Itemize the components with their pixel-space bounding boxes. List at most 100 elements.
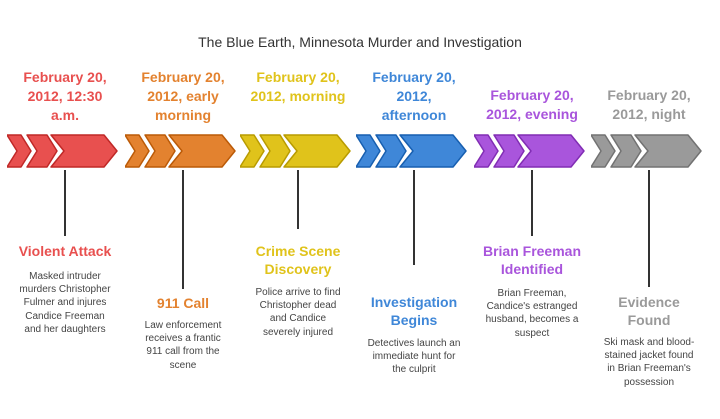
event-date: February 20, 2012, 12:30 a.m.: [7, 68, 123, 125]
event-title-line: 911 Call: [156, 295, 210, 311]
chevron-arrows: [125, 134, 236, 168]
chevron-shape: [125, 134, 150, 168]
connector-line: [64, 170, 66, 236]
chevron-shape: [240, 134, 265, 168]
chevron-arrows: [356, 134, 467, 168]
event-description-line: Detectives launch an: [367, 338, 461, 349]
event-description-line: and her daughters: [24, 323, 106, 335]
event-description-line: receives a frantic: [145, 333, 221, 345]
event-date-line: February 20,: [607, 87, 691, 103]
event-date: February 20, 2012, night: [591, 86, 707, 124]
event-description-line: severely injured: [262, 326, 334, 338]
event-date: February 20, 2012, early morning: [125, 68, 241, 125]
event-title-line: Evidence: [618, 294, 680, 310]
chevron-arrows: [474, 134, 585, 168]
connector-line: [531, 170, 533, 236]
event-description-line: Masked intruder: [29, 271, 101, 282]
event-title-line: Found: [627, 312, 671, 328]
event-date-line: 2012, early: [147, 88, 219, 104]
event-description-line: Candice's estranged: [486, 301, 578, 313]
event-description-line: Fulmer and injures: [23, 297, 107, 309]
chevron-shape: [50, 134, 118, 168]
event-description-line: Law enforcement: [144, 320, 222, 331]
event-title-line: Violent Attack: [18, 243, 112, 259]
event-date-line: morning: [155, 107, 211, 123]
event-description-line: Ski mask and blood-: [603, 337, 695, 348]
event-title-line: Identified: [500, 261, 564, 277]
event-description-line: scene: [169, 359, 197, 371]
chevron-shape: [144, 134, 176, 168]
event-description-line: the culprit: [392, 364, 436, 376]
event-description-line: Police arrive to find: [255, 287, 341, 298]
event-date-line: February 20,: [490, 87, 574, 103]
event-description-line: 911 call from the: [146, 346, 220, 358]
event-date-line: February 20,: [372, 69, 456, 85]
chevron-shape: [399, 134, 467, 168]
event-date-line: February 20,: [141, 69, 225, 85]
event-date: February 20, 2012, evening: [474, 86, 590, 124]
event-date-line: afternoon: [381, 107, 447, 123]
chevron-shape: [375, 134, 407, 168]
chevron-shape: [259, 134, 291, 168]
event-date-line: 2012, morning: [250, 88, 346, 104]
chevron-shape: [634, 134, 702, 168]
chevron-shape: [356, 134, 381, 168]
event-date-line: February 20,: [256, 69, 340, 85]
connector-line: [648, 170, 650, 287]
chevron-arrows: [7, 134, 118, 168]
event-date: February 20, 2012, morning: [240, 68, 356, 106]
connector-line: [297, 170, 299, 229]
event-title-line: Crime Scene: [255, 243, 341, 259]
event-title-line: Begins: [390, 312, 438, 328]
chevron-arrows: [240, 134, 351, 168]
chevron-arrows: [591, 134, 702, 168]
event-title: 911 Call: [125, 294, 241, 312]
event-description-line: and Candice: [269, 313, 327, 325]
event-description-line: Brian Freeman,: [497, 288, 567, 299]
event-description-line: immediate hunt for: [372, 351, 456, 363]
event-description-line: husband, becomes a: [485, 314, 579, 326]
chevron-shape: [517, 134, 585, 168]
chevron-shape: [168, 134, 236, 168]
event-description-line: Candice Freeman: [25, 310, 105, 322]
event-date-line: 2012, night: [612, 106, 686, 122]
event-date-line: February 20,: [23, 69, 107, 85]
timeline-event: February 20, 2012, 12:30 a.m. Violent Attac…: [7, 0, 123, 419]
chevron-shape: [591, 134, 616, 168]
event-description-line: suspect: [514, 327, 550, 339]
event-description-line: in Brian Freeman's: [607, 363, 691, 375]
chevron-shape: [7, 134, 32, 168]
chevron-shape: [283, 134, 351, 168]
event-description-line: murders Christopher: [19, 284, 111, 296]
chevron-shape: [610, 134, 642, 168]
event-title: Violent Attack: [7, 242, 123, 260]
event-date-line: 2012, 12:30: [27, 88, 103, 104]
event-date: February 20, 2012, afternoon: [356, 68, 472, 125]
event-title-line: Investigation: [370, 294, 458, 310]
event-title-line: Brian Freeman: [482, 243, 582, 259]
event-description-line: stained jacket found: [604, 350, 694, 362]
event-date-line: a.m.: [50, 107, 79, 123]
connector-line: [182, 170, 184, 289]
event-description-line: possession: [623, 376, 675, 388]
event-title-line: Discovery: [264, 261, 332, 277]
event-date-line: 2012,: [396, 88, 432, 104]
diagram-title: The Blue Earth, Minnesota Murder and Inv…: [198, 34, 522, 50]
chevron-shape: [474, 134, 499, 168]
connector-line: [413, 170, 415, 265]
event-date-line: 2012, evening: [486, 106, 578, 122]
